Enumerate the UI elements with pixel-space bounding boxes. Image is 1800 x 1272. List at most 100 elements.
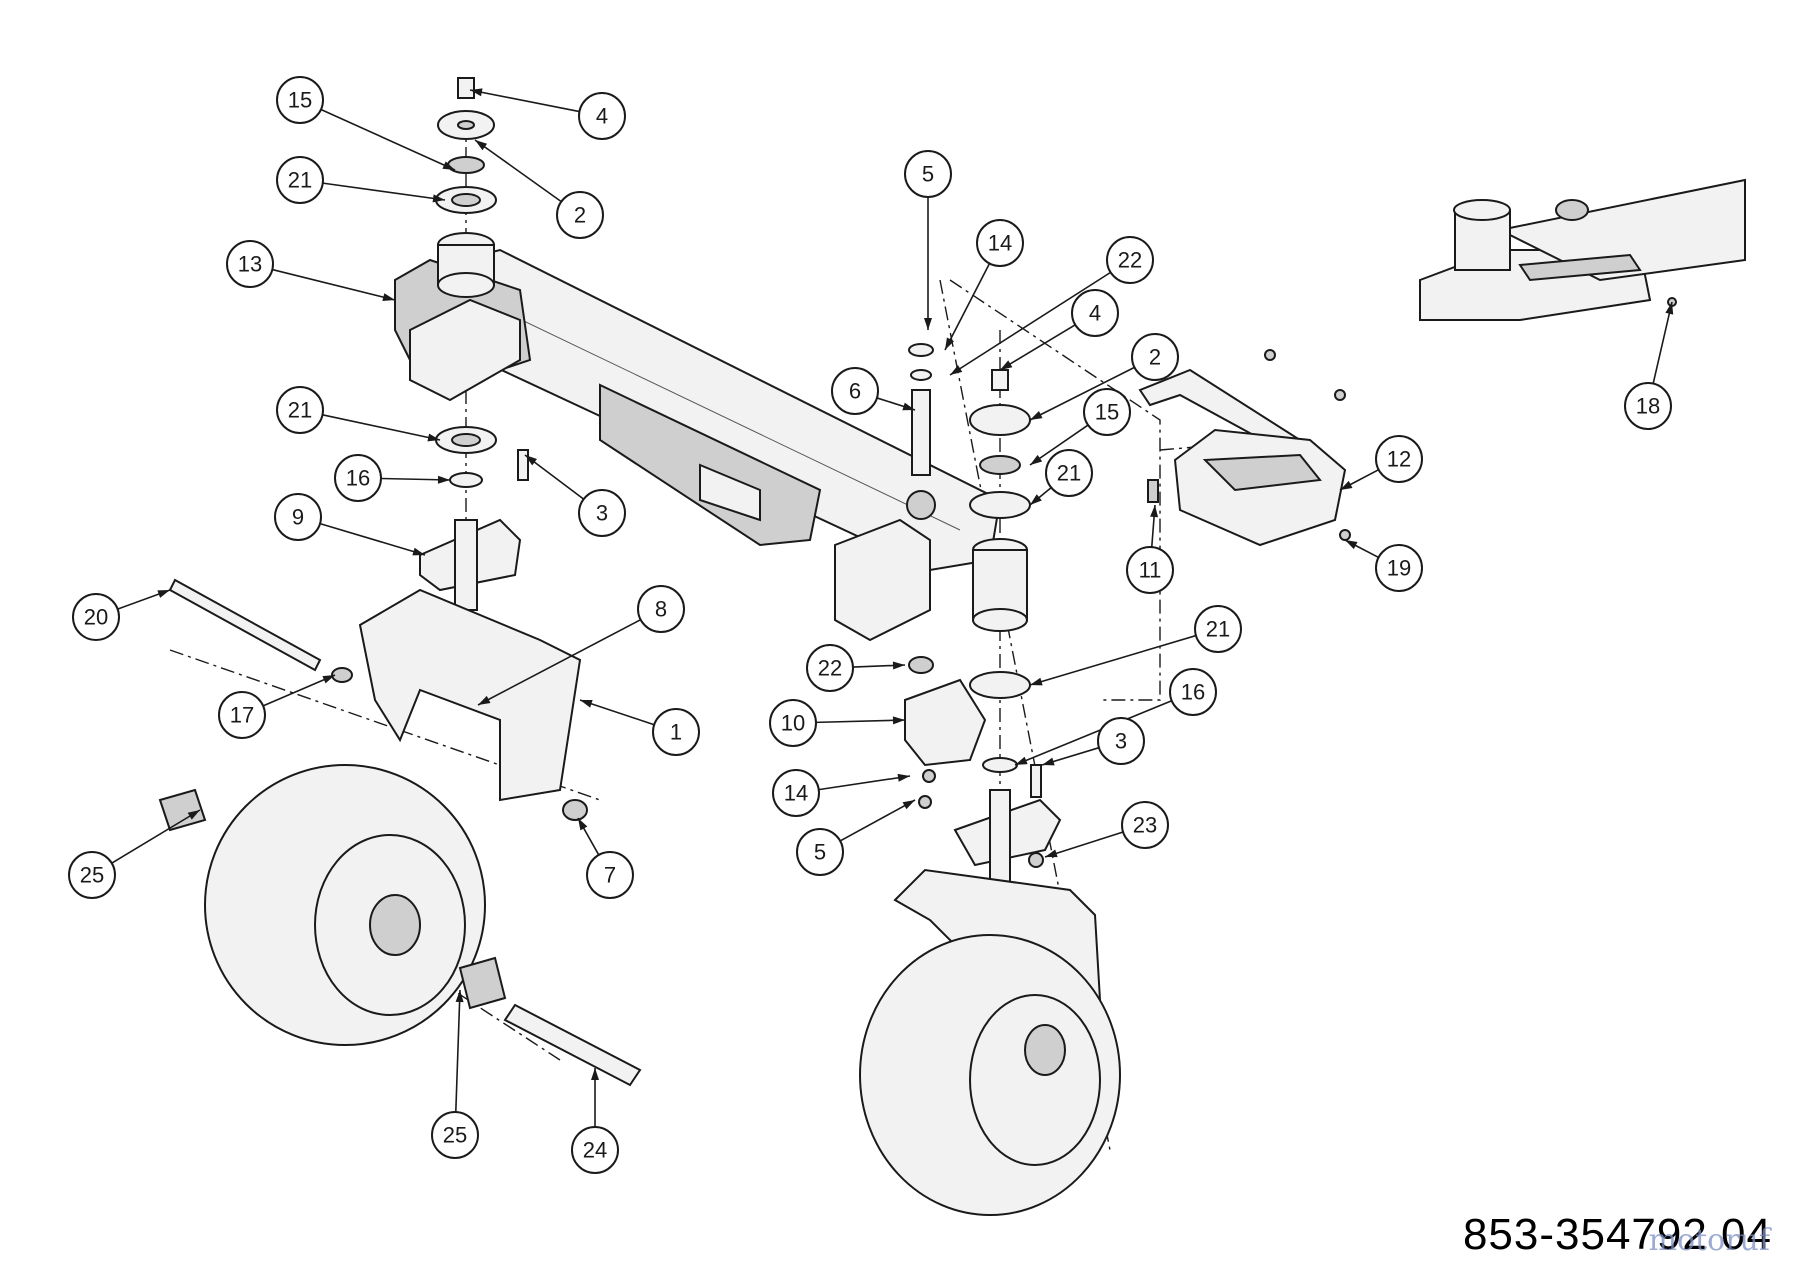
callout-20: 20	[72, 593, 120, 641]
callout-circle	[1169, 668, 1217, 716]
callout-circle	[796, 828, 844, 876]
callout-25: 25	[68, 851, 116, 899]
leader-arrow-4	[1000, 360, 1013, 370]
left-caster-fork	[358, 588, 582, 802]
leader-line-9	[319, 522, 426, 556]
callout-circle	[637, 585, 685, 633]
callout-16: 16	[334, 454, 382, 502]
leader-arrow-5	[902, 800, 915, 810]
callout-22: 22	[1106, 236, 1154, 284]
callout-6: 6	[831, 367, 879, 415]
callout-number: 14	[988, 231, 1012, 256]
leader-line-2	[1029, 366, 1135, 421]
callout-number: 21	[288, 168, 312, 193]
leader-arrow-18	[1665, 302, 1674, 315]
callout-circle	[431, 1111, 479, 1159]
leader-line-22	[949, 271, 1112, 376]
callout-15: 15	[276, 76, 324, 124]
callout-circle	[806, 644, 854, 692]
callout-21: 21	[276, 386, 324, 434]
callout-number: 21	[1057, 461, 1081, 486]
leader-arrow-3	[1042, 757, 1055, 766]
leader-line-4	[469, 89, 580, 113]
callout-number: 2	[1149, 345, 1161, 370]
leader-line-23	[1044, 831, 1124, 858]
callout-number: 16	[1181, 680, 1205, 705]
callout-3: 3	[1097, 717, 1145, 765]
callout-number: 4	[596, 104, 608, 129]
callout-19: 19	[1375, 544, 1423, 592]
callout-circle	[1106, 236, 1154, 284]
leader-arrow-15	[1030, 454, 1043, 465]
callout-number: 19	[1387, 556, 1411, 581]
callout-circle	[571, 1126, 619, 1174]
callout-number: 18	[1636, 394, 1660, 419]
callout-circle	[1121, 801, 1169, 849]
leader-arrow-16	[437, 475, 450, 484]
callout-number: 16	[346, 466, 370, 491]
right-steering-plate	[904, 678, 987, 767]
leader-arrow-21	[1030, 677, 1043, 686]
part-drawings	[158, 77, 1746, 1216]
callout-12: 12	[1375, 435, 1423, 483]
leader-line-25	[454, 989, 461, 1113]
callout-circle	[334, 454, 382, 502]
callout-number: 17	[230, 703, 254, 728]
callout-4: 4	[578, 92, 626, 140]
callout-number: 3	[596, 501, 608, 526]
callout-1: 1	[652, 708, 700, 756]
callout-number: 24	[583, 1138, 607, 1163]
callout-circle	[276, 386, 324, 434]
callout-18: 18	[1624, 382, 1672, 430]
leader-line-21	[322, 414, 441, 441]
callout-circle	[1194, 605, 1242, 653]
leader-arrow-15	[442, 161, 455, 170]
callout-number: 15	[1095, 400, 1119, 425]
callout-circle	[586, 851, 634, 899]
callout-circle	[652, 708, 700, 756]
callout-circle	[578, 489, 626, 537]
callout-number: 4	[1089, 301, 1101, 326]
callout-number: 25	[80, 863, 104, 888]
callout-14: 14	[976, 219, 1024, 267]
leader-arrow-17	[322, 675, 335, 684]
callout-21: 21	[1194, 605, 1242, 653]
callout-14: 14	[772, 769, 820, 817]
callout-circle	[1071, 289, 1119, 337]
leader-arrow-20	[157, 590, 170, 598]
leader-lines	[111, 88, 1674, 1127]
leader-line-2	[474, 139, 562, 203]
callout-number: 14	[784, 781, 808, 806]
leader-arrow-14	[897, 773, 910, 782]
callout-circle	[1045, 449, 1093, 497]
callout-circle	[218, 691, 266, 739]
callout-number: 1	[670, 720, 682, 745]
leader-line-4	[999, 324, 1076, 371]
callout-circle	[1624, 382, 1672, 430]
leader-arrow-11	[1150, 505, 1159, 518]
leader-line-3	[524, 454, 585, 500]
callout-circle	[769, 699, 817, 747]
callout-circle	[1375, 544, 1423, 592]
callout-number: 22	[1118, 248, 1142, 273]
callout-circle	[556, 191, 604, 239]
leader-arrow-21	[432, 194, 445, 203]
leader-arrow-25	[455, 990, 464, 1003]
callout-5: 5	[904, 150, 952, 198]
leader-line-8	[477, 618, 642, 706]
leader-arrow-21	[1030, 494, 1042, 505]
callout-2: 2	[1131, 333, 1179, 381]
callout-number: 22	[818, 656, 842, 681]
callout-circle	[276, 76, 324, 124]
leader-line-5	[839, 799, 916, 842]
drawing-number: 853-354792 04	[1462, 1210, 1772, 1259]
leader-arrow-5	[924, 318, 932, 330]
leader-arrow-7	[578, 818, 588, 831]
callout-circle	[68, 851, 116, 899]
leader-line-21	[322, 182, 446, 201]
callout-10: 10	[769, 699, 817, 747]
callout-number: 5	[814, 840, 826, 865]
callout-circle	[1131, 333, 1179, 381]
callout-number: 8	[655, 597, 667, 622]
